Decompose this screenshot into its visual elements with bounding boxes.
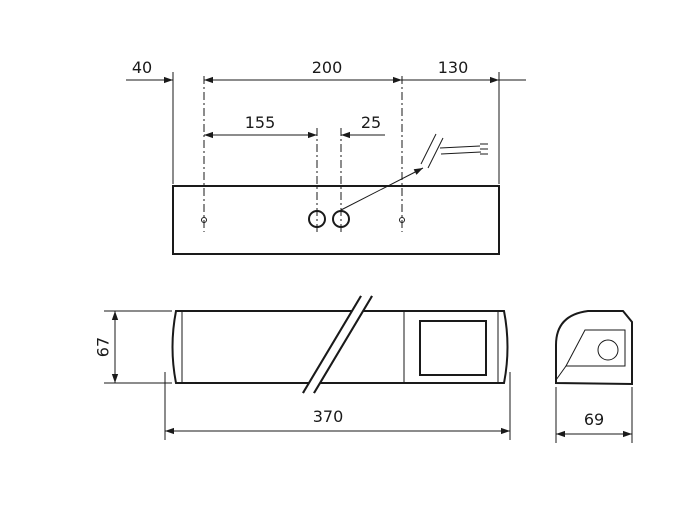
dim-entry-spacing: 25 [361, 113, 381, 132]
top-view: 40 200 130 155 25 [126, 58, 526, 255]
dim-right-offset: 130 [438, 58, 469, 77]
side-view: 69 [555, 310, 633, 443]
dim-total-length: 370 [313, 407, 344, 426]
dim-hole-spacing: 200 [312, 58, 343, 77]
side-view-opening [597, 339, 619, 361]
side-view-recess [565, 329, 626, 367]
dim-hole-to-entry: 155 [245, 113, 276, 132]
break-gap-fill [304, 297, 371, 392]
dim-height: 67 [94, 337, 113, 357]
side-view-body [555, 310, 633, 386]
front-view: 67 370 [94, 295, 511, 440]
dim-left-offset: 40 [132, 58, 152, 77]
top-view-body [172, 185, 500, 255]
front-view-body [171, 310, 509, 384]
indicator-window [419, 320, 487, 376]
dim-width: 69 [584, 410, 604, 429]
cable-symbol [420, 133, 488, 169]
cable-leader-line [340, 167, 424, 211]
